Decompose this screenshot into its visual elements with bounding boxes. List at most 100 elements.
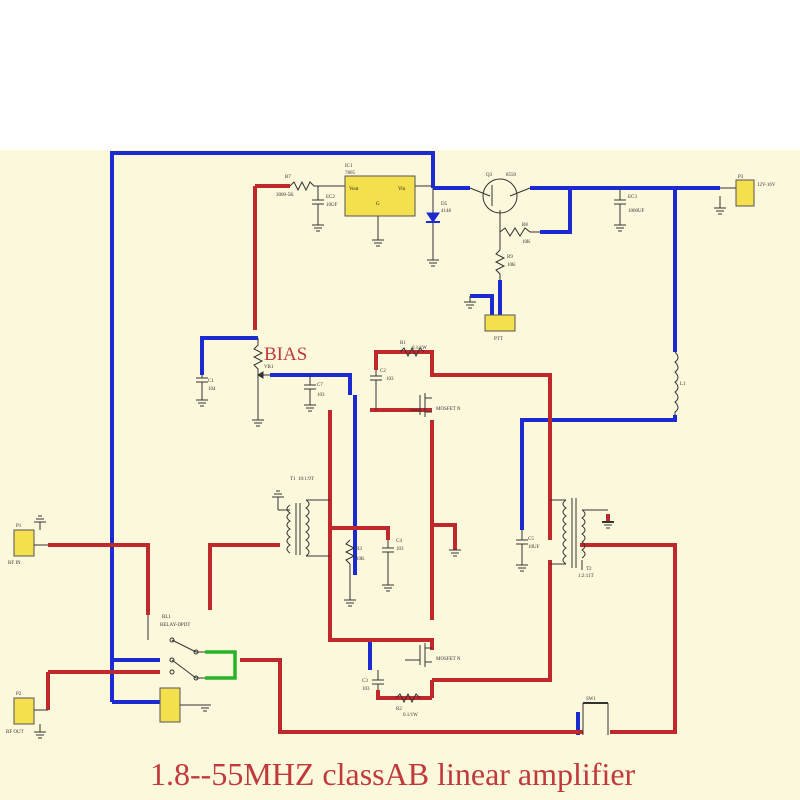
ground-icon [602,521,614,529]
mosfet-top-label: MOSFET N [436,407,461,412]
sw1-label: SW1 [586,697,597,702]
resistor-r2 [395,692,421,704]
p2-value: RF OUT [6,730,24,735]
c2-label: C2 [380,369,386,374]
ground-icon [382,584,394,592]
r8-value: 10K [522,240,531,245]
r1-label: R1 [400,341,406,346]
vr1-label: VR1 [264,365,274,370]
transformer-t1 [286,499,330,557]
p2-label: P2 [16,692,22,697]
diagram-title: 1.8--55MHZ classAB linear amplifier [150,756,636,792]
d5-label: D5 [441,202,448,207]
rf-in-connector [13,529,35,557]
ground-icon [427,259,439,267]
c3-value: 103 [362,687,370,692]
t2-value: 1:2:11T [578,574,594,579]
ptt-label: PTT [494,337,503,342]
ground-icon [516,564,528,572]
components [13,175,755,735]
power-connector-p3 [735,179,755,207]
c5-label: C5 [528,537,534,542]
potentiometer-vr1 [252,338,264,420]
c3-label: C3 [362,679,368,684]
t1-label: T1 [290,477,296,482]
r2-value: 0.1/1W [403,713,418,718]
rf-signal-wires [46,184,677,734]
ground-icon [252,419,264,427]
mosfet-bottom-label: MOSFET N [436,657,461,662]
p1-value: RF IN [8,561,21,566]
r2-label: R2 [396,707,402,712]
c1-label: C1 [208,379,214,384]
bias-label: BIAS [264,344,307,365]
c1-value: 104 [208,387,216,392]
ground-icon [464,296,476,309]
ec2-label: EC2 [326,195,335,200]
c2-value: 103 [386,377,394,382]
ptt-connector [484,314,516,332]
transformer-t2 [550,498,608,570]
ic1-label: IC1 [345,164,353,169]
r8-label: R8 [522,223,528,228]
p1-label: P1 [16,524,22,529]
c5-value: 10UF [528,545,540,550]
r3-value: 10K [356,557,365,562]
relay-dpdt [147,615,205,723]
ic1-gnd: G [376,202,380,207]
ec3-label: EC3 [628,195,637,200]
resistor-r8 [499,227,540,237]
ic1-vout: Vout [349,187,359,192]
resistor-r9 [494,249,506,280]
regulator-ic1 [344,175,416,217]
c7-label: C7 [317,383,323,388]
ground-icon [304,404,316,412]
r9-label: R9 [507,255,513,260]
resistor-r1 [399,346,425,358]
ground-icon [344,599,356,607]
p3-value: 12V-16V [757,183,776,188]
relay-value: RELAY-DPDT [160,623,190,628]
c7-value: 103 [317,393,325,398]
r3-label: R3 [356,547,362,552]
c4-value: 103 [396,547,404,552]
t2-label: T2 [586,567,592,572]
ground-symbols [34,207,726,739]
resistor-r7 [289,180,345,192]
ground-icon [449,549,461,557]
ground-icon [614,224,626,232]
ground-icon [199,704,211,712]
switch-sw1 [582,702,609,735]
ec3-value: 1000UF [628,209,645,214]
ground-icon [372,239,384,247]
r1-value: 0.1/1W [412,346,427,351]
p3-label: P3 [738,175,744,180]
power-supply-wires [110,151,720,735]
transistor-q3 [482,178,518,214]
ec2-value: 10UF [326,203,338,208]
resistor-r3 [344,539,356,600]
r7-value: 3000-5K [276,193,294,198]
ic1-part: 7805 [345,171,356,176]
ground-icon [714,207,726,215]
mosfet-top [410,393,432,417]
ic1-vin: Vin [398,187,406,192]
ground-icon [312,224,324,232]
relay-jumper-wire [205,650,237,680]
inductor-l1 [674,351,679,415]
ground-icon [196,399,208,407]
l1-label: L1 [680,382,686,387]
ground-icon [272,490,290,511]
relay-label: RL1 [162,615,171,620]
d5-value: 4148 [441,209,452,214]
c4-label: C4 [396,539,402,544]
ground-icon [34,515,46,530]
q3-part: 8550 [506,173,517,178]
r9-value: 10K [507,263,516,268]
ground-icon [34,724,46,739]
mosfet-bottom [405,643,432,667]
t1-value: 10:1:9T [298,477,314,482]
rf-out-connector [13,697,35,725]
diode-d5 [426,212,440,223]
